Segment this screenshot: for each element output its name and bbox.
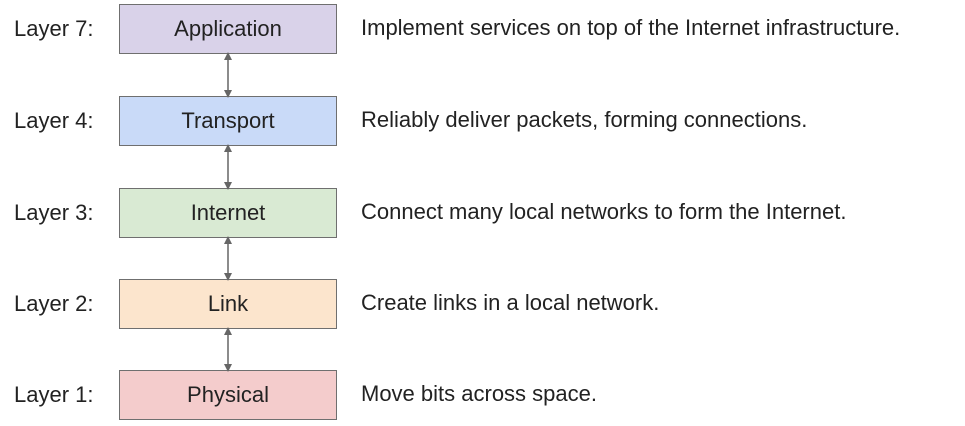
layer-number-label: Layer 7: — [14, 16, 94, 41]
layer-description: Connect many local networks to form the … — [361, 199, 847, 224]
layer-description: Create links in a local network. — [361, 290, 660, 315]
layer-number-label: Layer 1: — [14, 382, 94, 407]
layer-box-physical: Physical — [119, 370, 337, 420]
layer-row-transport: Layer 4: Transport Reliably deliver pack… — [0, 96, 965, 146]
layer-row-physical: Layer 1: Physical Move bits across space… — [0, 370, 965, 420]
layer-number-label: Layer 4: — [14, 108, 94, 133]
layer-number-label: Layer 3: — [14, 200, 94, 225]
layer-box-transport: Transport — [119, 96, 337, 146]
layer-description: Implement services on top of the Interne… — [361, 15, 901, 40]
layer-description: Reliably deliver packets, forming connec… — [361, 107, 808, 132]
layer-box-application: Application — [119, 4, 337, 54]
layer-number-label: Layer 2: — [14, 291, 94, 316]
layer-row-application: Layer 7: Application Implement services … — [0, 4, 965, 54]
layer-description: Move bits across space. — [361, 381, 597, 406]
layer-row-internet: Layer 3: Internet Connect many local net… — [0, 188, 965, 238]
